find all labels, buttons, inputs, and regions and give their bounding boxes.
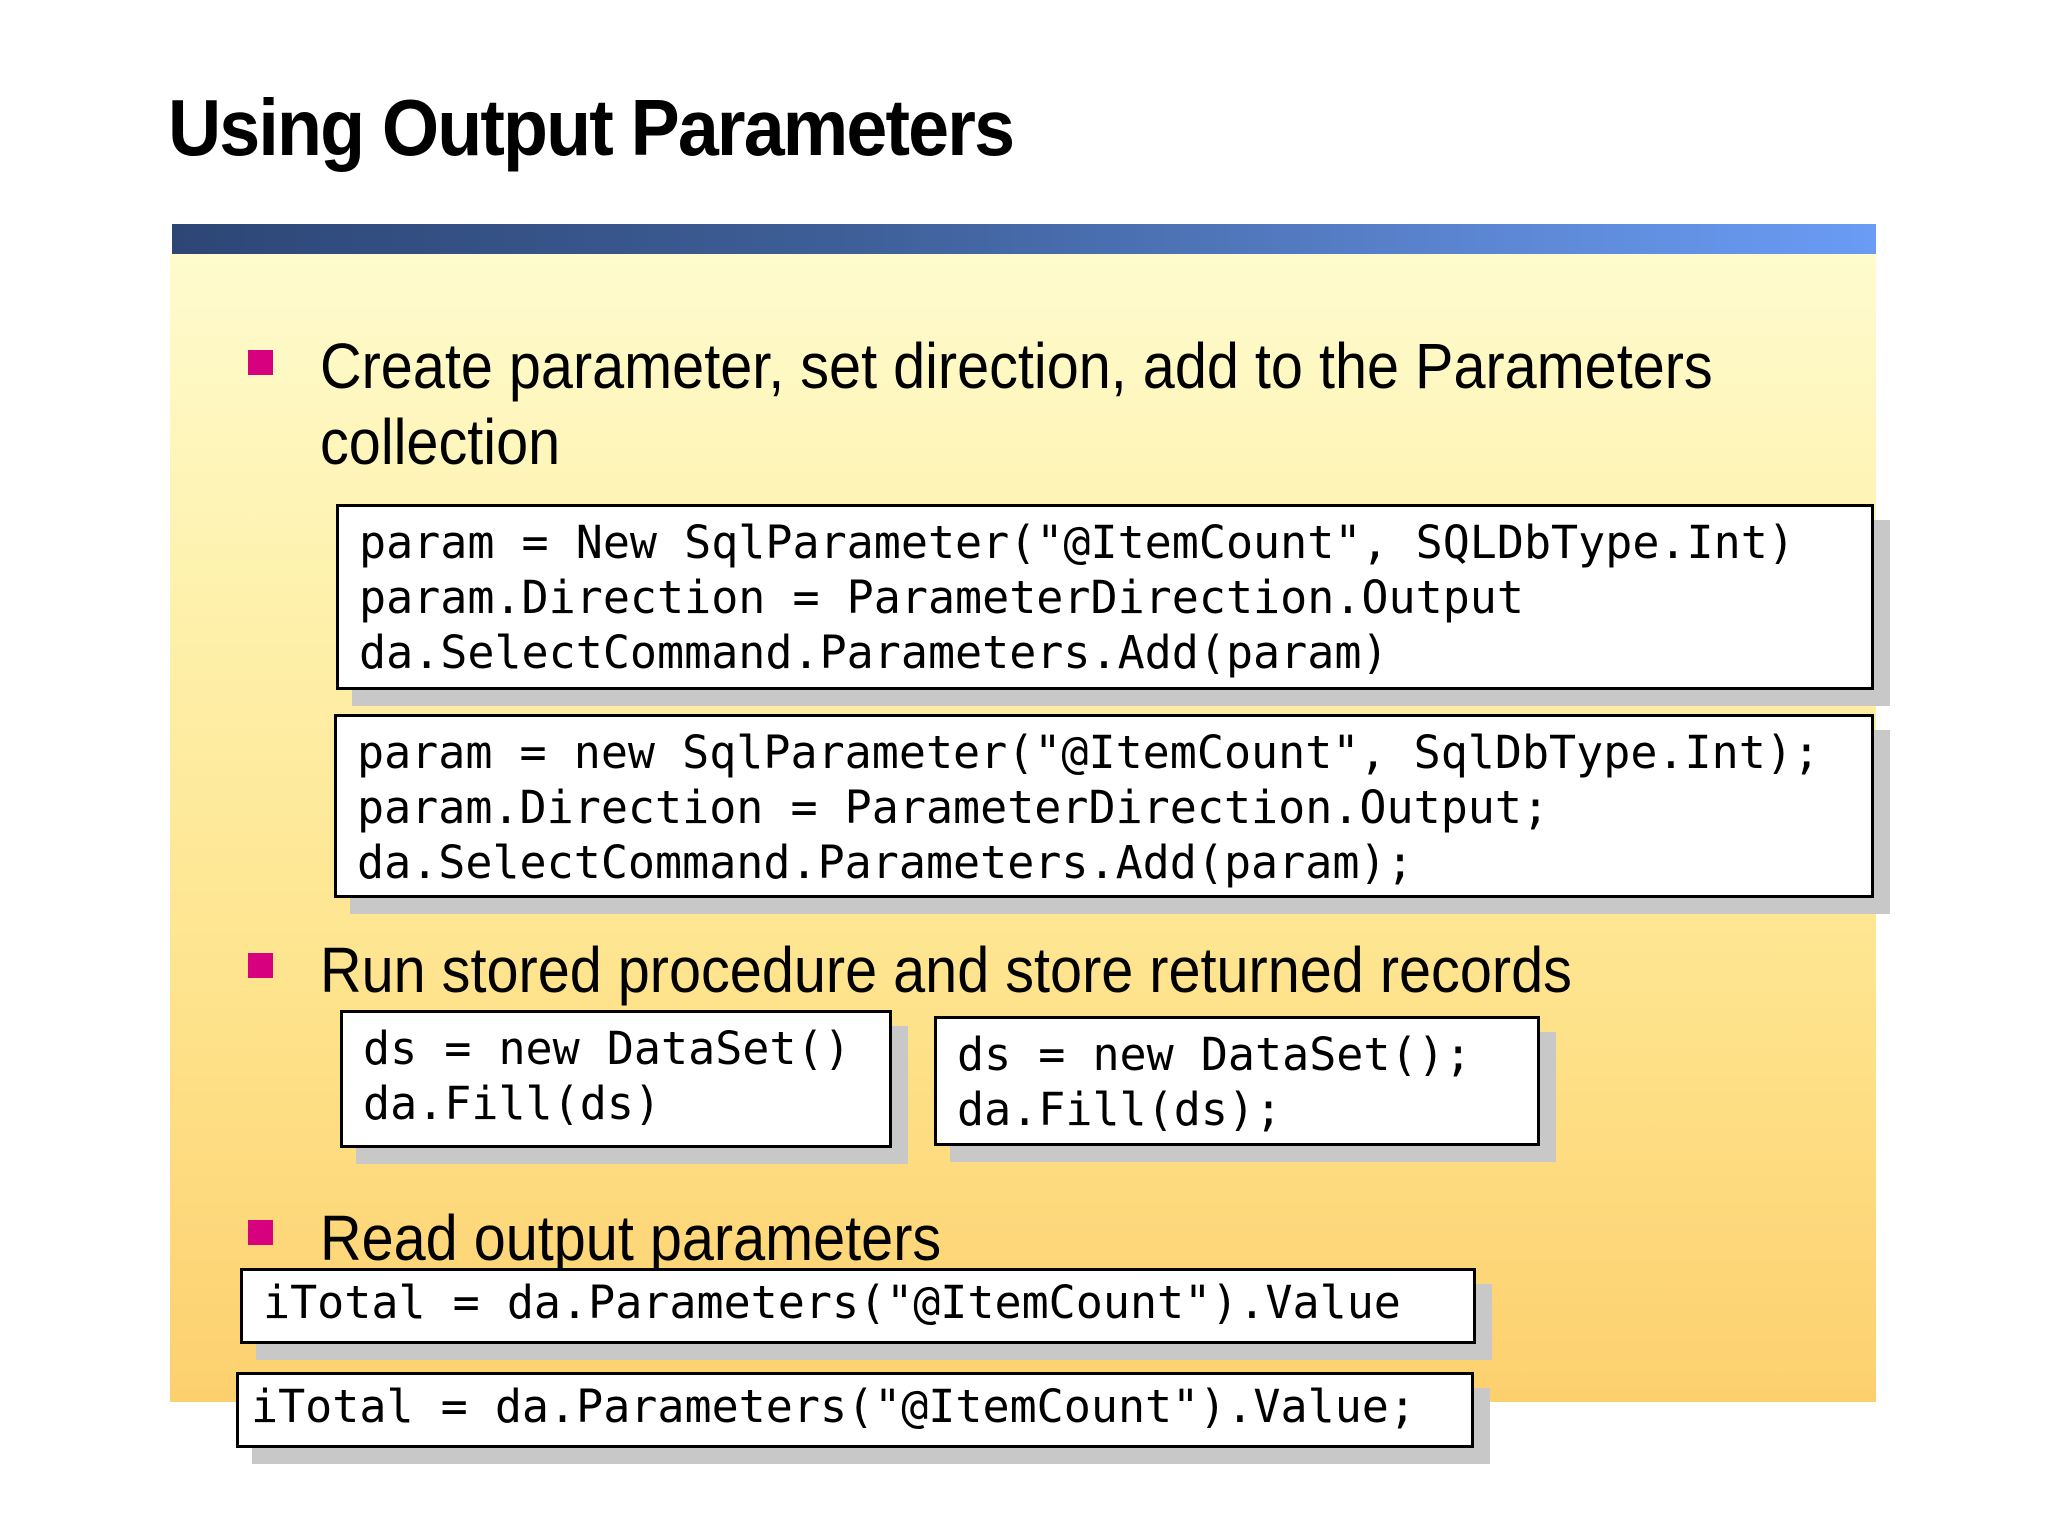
code-line: param = new SqlParameter("@ItemCount", S… — [357, 726, 1820, 779]
code-block-read-vb: iTotal = da.Parameters("@ItemCount").Val… — [240, 1268, 1476, 1344]
bullet-run-stored-procedure: Run stored procedure and store returned … — [320, 934, 1572, 1006]
bullet-square-icon — [248, 350, 273, 375]
code-line: ds = new DataSet(); — [957, 1028, 1472, 1081]
code-block-create-cs: param = new SqlParameter("@ItemCount", S… — [334, 714, 1874, 898]
code-line: iTotal = da.Parameters("@ItemCount").Val… — [263, 1276, 1401, 1329]
bullet-read-output-parameters: Read output parameters — [320, 1202, 942, 1274]
code-line: ds = new DataSet() — [363, 1022, 851, 1075]
code-line: iTotal = da.Parameters("@ItemCount").Val… — [251, 1380, 1416, 1433]
code-block-read-cs: iTotal = da.Parameters("@ItemCount").Val… — [236, 1372, 1474, 1448]
bullet-create-parameter-line1: Create parameter, set direction, add to … — [320, 330, 1713, 402]
code-block-fill-vb: ds = new DataSet() da.Fill(ds) — [340, 1010, 892, 1148]
code-block-fill-cs: ds = new DataSet(); da.Fill(ds); — [934, 1016, 1540, 1146]
code-line: param.Direction = ParameterDirection.Out… — [359, 571, 1524, 624]
bullet-create-parameter-line2: collection — [320, 406, 561, 478]
bullet-square-icon — [248, 1220, 273, 1245]
code-block-create-vb: param = New SqlParameter("@ItemCount", S… — [336, 504, 1874, 690]
slide-title: Using Output Parameters — [168, 83, 1015, 172]
code-line: da.Fill(ds); — [957, 1083, 1283, 1136]
code-line: da.SelectCommand.Parameters.Add(param); — [357, 836, 1414, 889]
code-line: da.SelectCommand.Parameters.Add(param) — [359, 626, 1389, 679]
code-line: da.Fill(ds) — [363, 1077, 662, 1130]
code-line: param.Direction = ParameterDirection.Out… — [357, 781, 1550, 834]
code-line: param = New SqlParameter("@ItemCount", S… — [359, 516, 1795, 569]
title-underline-bar — [172, 224, 1876, 254]
bullet-square-icon — [248, 953, 273, 978]
